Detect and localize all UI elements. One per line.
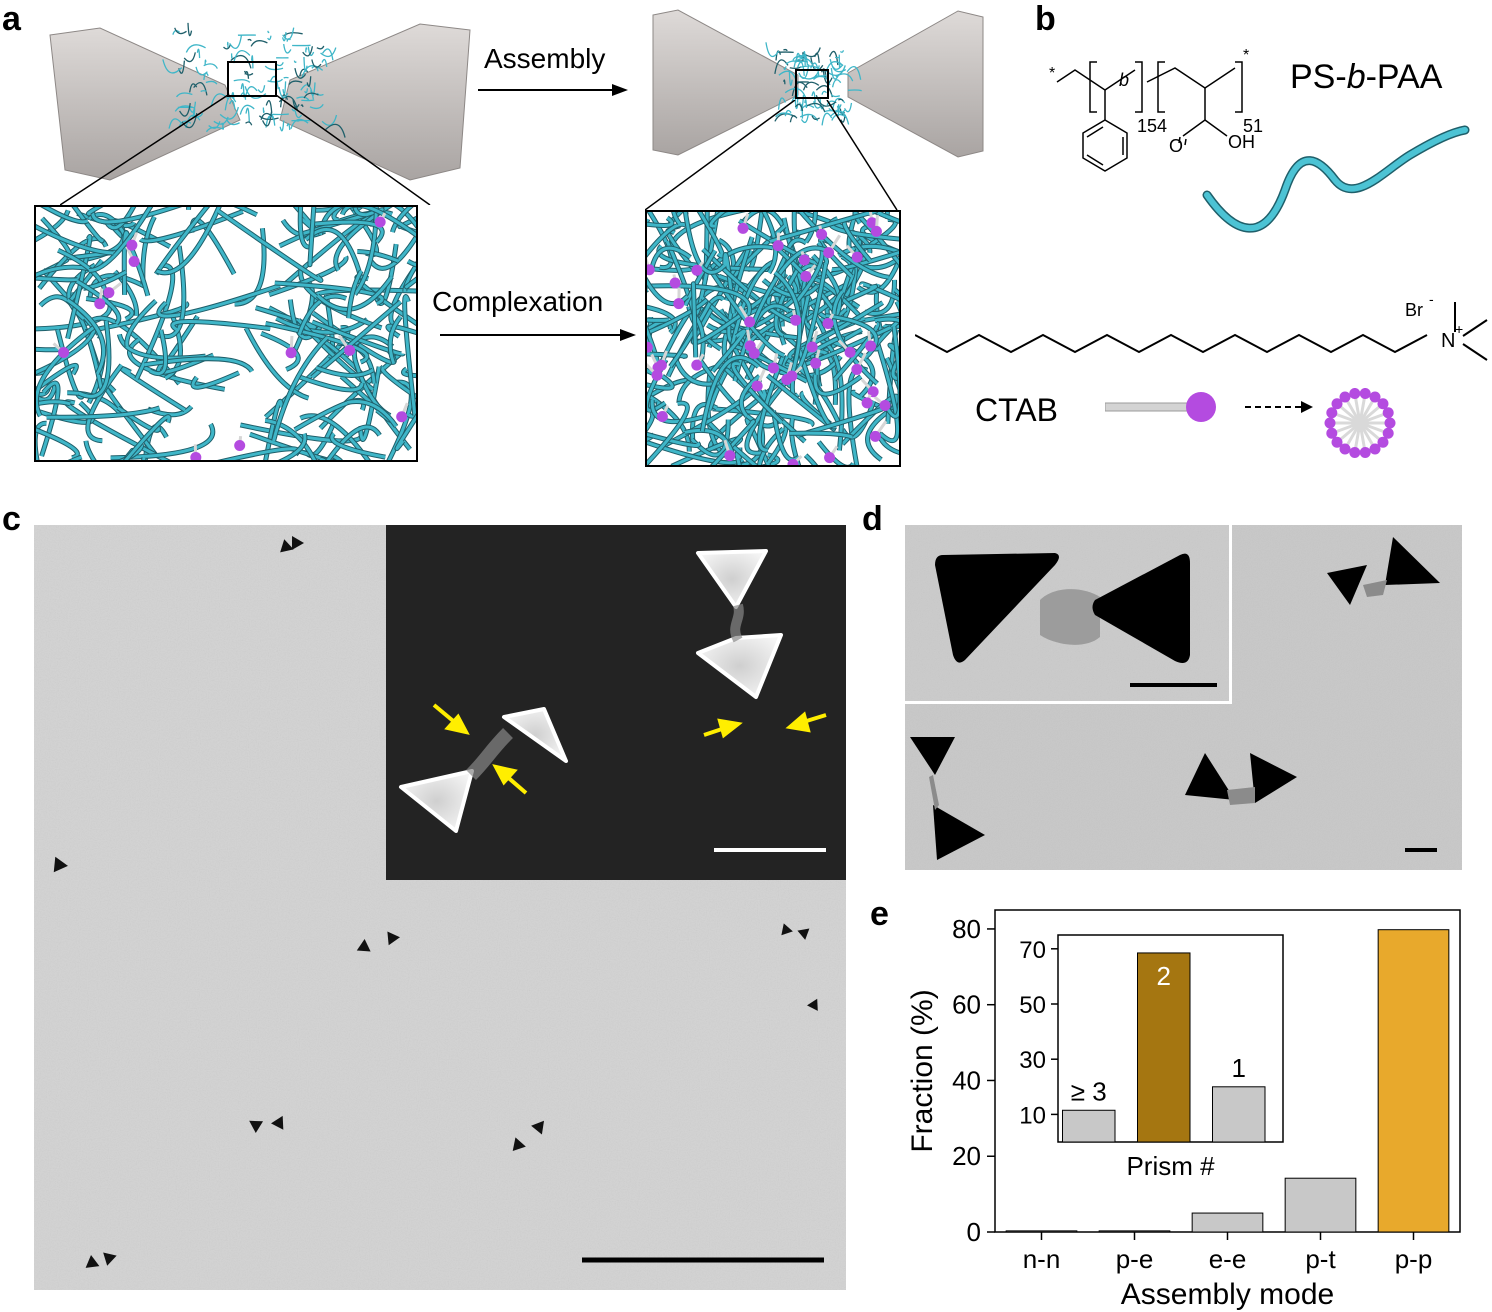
block-b-label: b: [1119, 70, 1129, 90]
panel-letter-e: e: [870, 895, 889, 933]
inset-x-axis-label: Prism #: [1126, 1151, 1215, 1181]
o-label: O: [1169, 136, 1183, 156]
assembly-arrow: [478, 82, 628, 98]
inset-bar-0: [1062, 1109, 1116, 1143]
br-charge: -: [1429, 291, 1434, 307]
y-tick-label: 80: [952, 914, 981, 944]
x-tick-label: p-e: [1116, 1244, 1154, 1274]
bar-p-e: [1098, 1230, 1171, 1233]
x-tick-label: e-e: [1209, 1244, 1247, 1274]
zoom-lines-right: [645, 100, 905, 210]
panel-letter-b: b: [1035, 0, 1056, 38]
inset-bar-label: 1: [1232, 1053, 1246, 1083]
n-charge: +: [1455, 321, 1463, 337]
y-axis-label: Fraction (%): [906, 989, 939, 1152]
bar-n-n: [1005, 1230, 1078, 1233]
ps-b-paa-structure: * b 154 51 * O OH: [1035, 40, 1275, 230]
inset-bar-1: [1137, 952, 1191, 1143]
subscript-51: 51: [1243, 116, 1263, 136]
inset-bar-2: [1212, 1086, 1266, 1143]
n-label: N: [1441, 330, 1455, 352]
star-left: *: [1049, 65, 1055, 82]
inset-y-tick-label: 10: [1019, 1102, 1046, 1129]
inset-y-tick-label: 50: [1019, 992, 1046, 1019]
x-tick-label: p-t: [1305, 1244, 1336, 1274]
tem-inset: [905, 525, 1232, 704]
oh-label: OH: [1228, 132, 1255, 152]
panel-letter-d: d: [862, 500, 883, 538]
inset-bar-label: ≥ 3: [1071, 1076, 1107, 1106]
star-right: *: [1243, 47, 1249, 64]
ctab-cartoon: [1105, 388, 1485, 468]
panel-letter-c: c: [2, 500, 21, 538]
bowtie-assembled-render: [648, 5, 1028, 165]
inset-y-tick-label: 70: [1019, 937, 1046, 964]
polymer-chain-render: [1195, 120, 1475, 250]
x-axis-label: Assembly mode: [1121, 1278, 1334, 1311]
ctab-structure: N + Br -: [915, 290, 1492, 370]
complexation-arrow: [440, 327, 636, 343]
yellow-arrows: [432, 703, 827, 795]
bar-e-e: [1191, 1212, 1264, 1233]
y-tick-label: 40: [952, 1065, 981, 1095]
inset-bar-label: 2: [1157, 961, 1171, 991]
bar-p-p: [1377, 929, 1450, 1233]
zoom-box-complexed-chains: [645, 210, 901, 467]
assembly-label: Assembly: [484, 43, 606, 74]
bowtie-open-render: [40, 10, 480, 195]
br-label: Br: [1405, 300, 1423, 320]
subscript-154: 154: [1137, 116, 1167, 136]
panel-letter-a: a: [2, 0, 21, 38]
ps-b-paa-title: PS-b-PAA: [1290, 58, 1443, 96]
y-tick-label: 60: [952, 990, 981, 1020]
x-tick-label: p-p: [1395, 1244, 1433, 1274]
y-tick-label: 0: [967, 1217, 981, 1247]
y-tick-label: 20: [952, 1141, 981, 1171]
ctab-label: CTAB: [975, 392, 1058, 428]
sem-inset-dark: [386, 525, 846, 880]
zoom-box-open-chains: [34, 205, 418, 462]
complexation-label: Complexation: [432, 286, 604, 317]
inset-y-tick-label: 30: [1019, 1047, 1046, 1074]
x-tick-label: n-n: [1023, 1244, 1061, 1274]
zoom-lines-left: [60, 95, 440, 205]
bar-p-t: [1284, 1177, 1357, 1233]
